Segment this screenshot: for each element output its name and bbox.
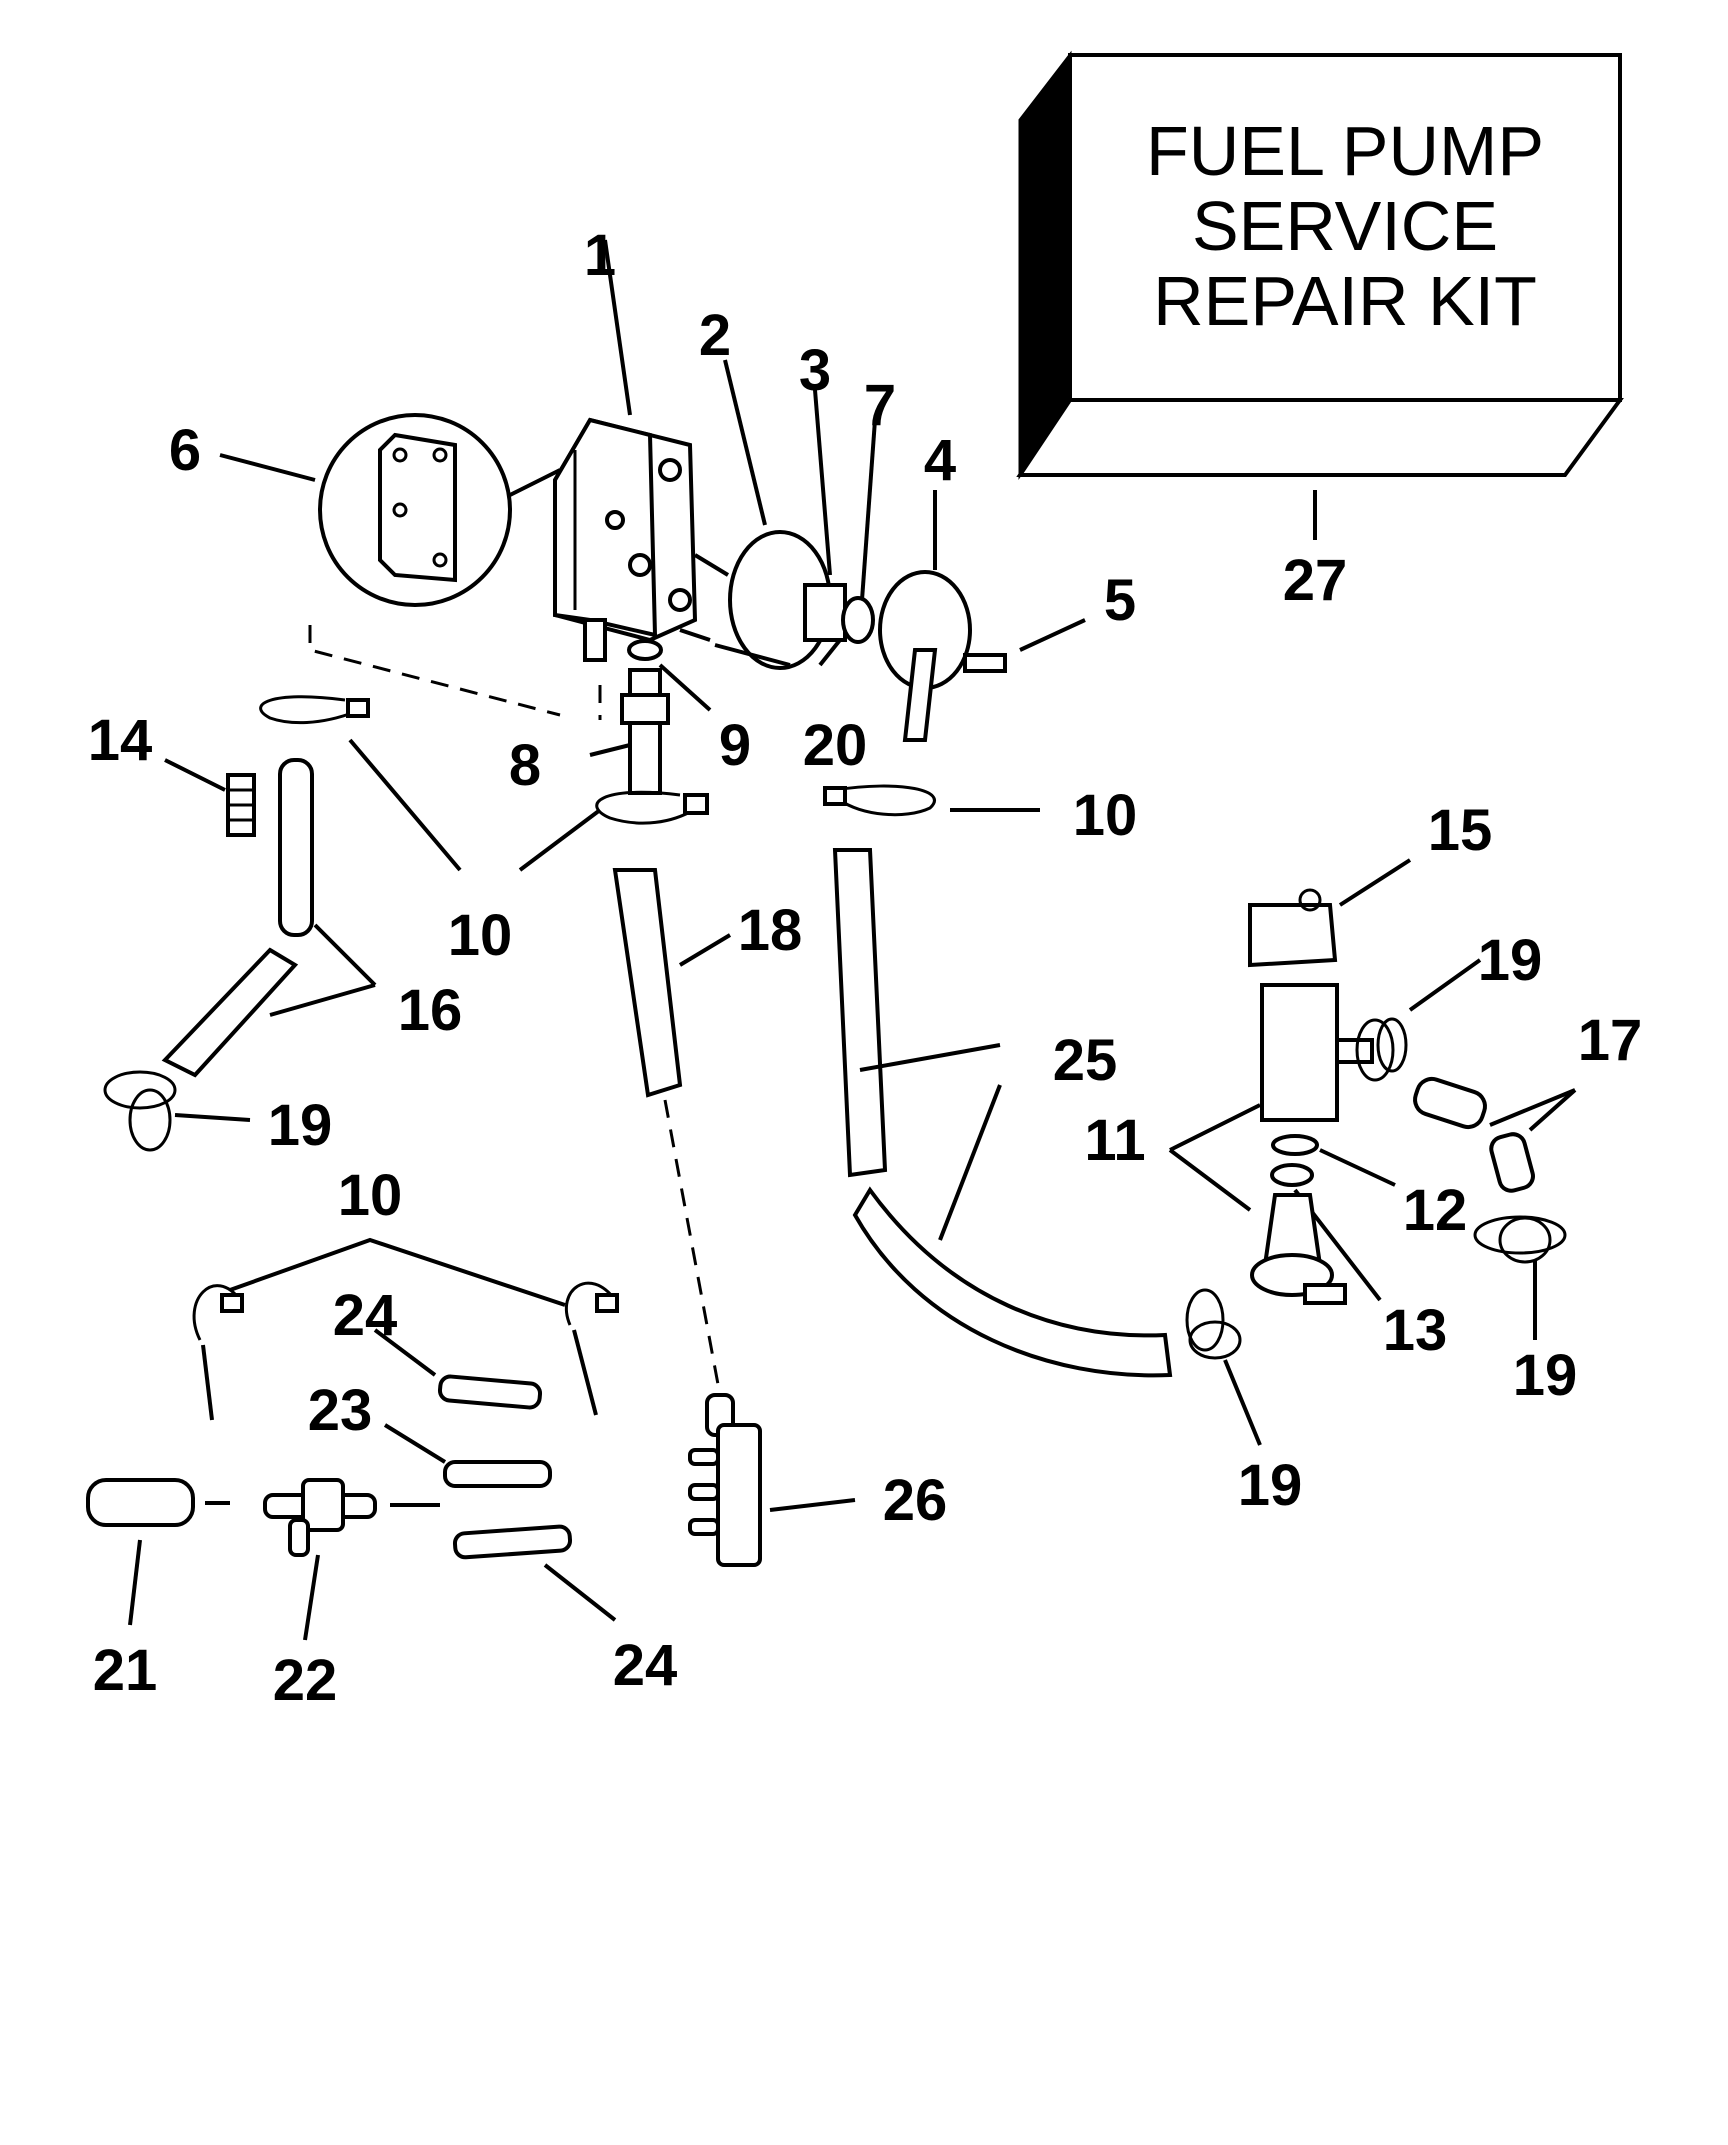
hose-23 <box>443 1460 552 1488</box>
callout-22: 22 <box>273 1648 338 1713</box>
spring-clamp-bottom <box>1185 1288 1242 1360</box>
callout-12: 12 <box>1403 1178 1468 1243</box>
callout-21: 21 <box>93 1638 158 1703</box>
spring <box>226 773 256 837</box>
callout-14: 14 <box>88 708 153 773</box>
kit-label-line-3: REPAIR KIT <box>1153 262 1537 340</box>
spring-clamp-upper-right <box>1355 1017 1408 1082</box>
hose-fitting <box>620 668 670 795</box>
hose-clamp-right <box>823 784 936 817</box>
callout-19-lower-right: 19 <box>1513 1343 1578 1408</box>
spring-clamp-left <box>103 1070 177 1152</box>
spring-clamp-lower-right <box>1473 1215 1567 1264</box>
callout-7: 7 <box>864 373 896 438</box>
hose-25-upper <box>832 848 888 1178</box>
callout-15: 15 <box>1428 798 1493 863</box>
hose-18 <box>612 868 683 1098</box>
cover-screw <box>963 653 1007 673</box>
repair-kit-box: FUEL PUMP SERVICE REPAIR KIT <box>1016 50 1624 480</box>
callout-26: 26 <box>883 1468 948 1533</box>
kit-label-line-2: SERVICE <box>1192 187 1498 265</box>
callout-27: 27 <box>1283 548 1348 613</box>
callout-5: 5 <box>1104 568 1136 633</box>
kit-label-line-1: FUEL PUMP <box>1146 112 1544 190</box>
filter-element <box>1250 1193 1347 1305</box>
callout-10-bottom: 10 <box>338 1163 403 1228</box>
callout-10-left: 10 <box>448 903 513 968</box>
callout-24-upper: 24 <box>333 1283 398 1348</box>
hose-clamp-top-left <box>259 695 370 725</box>
hose-clamp-bottom-right <box>564 1281 619 1416</box>
callout-17: 17 <box>1578 1008 1643 1073</box>
callout-19-upper-right: 19 <box>1478 928 1543 993</box>
filter-screen <box>803 583 847 642</box>
small-o-ring <box>841 596 875 644</box>
hose-16-upper <box>278 758 314 937</box>
hose-clamp-mid <box>595 790 709 825</box>
hose-17-b <box>1489 1132 1535 1193</box>
hose-16-lower <box>161 947 299 1078</box>
fitting-washer <box>627 639 663 661</box>
callout-9: 9 <box>719 713 751 778</box>
fuel-filter-assembly <box>1248 888 1374 1122</box>
callout-18: 18 <box>738 898 803 963</box>
callout-23: 23 <box>308 1378 373 1443</box>
callout-2: 2 <box>699 303 731 368</box>
filter-cover <box>878 570 972 742</box>
callout-8: 8 <box>509 733 541 798</box>
callout-3: 3 <box>799 338 831 403</box>
callout-11: 11 <box>1084 1108 1145 1173</box>
hose-clamp-bottom-left <box>192 1284 244 1421</box>
fuel-manifold <box>688 1393 762 1567</box>
hose-25-lower <box>852 1186 1173 1378</box>
callout-19-left: 19 <box>268 1093 333 1158</box>
callout-4: 4 <box>924 428 956 493</box>
callout-1: 1 <box>584 223 616 288</box>
callout-13: 13 <box>1383 1298 1448 1363</box>
y-connector-22 <box>263 1478 377 1557</box>
o-ring-13 <box>1270 1163 1314 1187</box>
callout-10-right: 10 <box>1073 783 1138 848</box>
callout-16: 16 <box>398 978 463 1043</box>
callout-24-lower: 24 <box>613 1633 678 1698</box>
hose-24-upper <box>437 1374 543 1410</box>
hose-17-a <box>1413 1076 1487 1130</box>
pump-cover-plate-detail <box>318 413 561 607</box>
o-ring-12 <box>1271 1134 1319 1156</box>
hose-24-lower <box>452 1524 573 1560</box>
callout-25: 25 <box>1053 1028 1118 1093</box>
fuel-filter-21 <box>86 1478 195 1527</box>
callout-6: 6 <box>169 418 201 483</box>
callout-20: 20 <box>803 713 868 778</box>
callout-19-bottom: 19 <box>1238 1453 1303 1518</box>
fuel-pump-body <box>553 417 698 662</box>
